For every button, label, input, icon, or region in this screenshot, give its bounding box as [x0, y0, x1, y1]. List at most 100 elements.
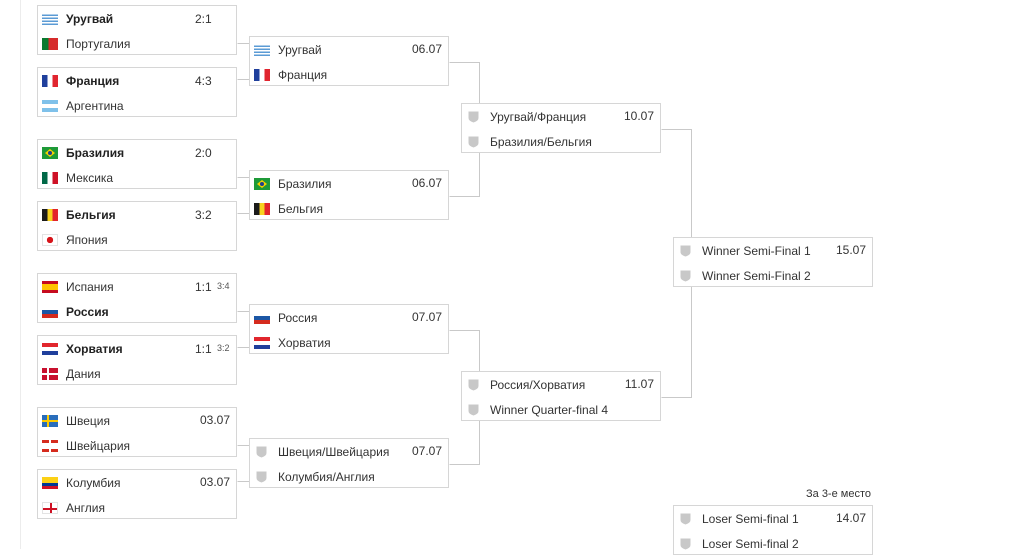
- team-row: Winner Semi-Final 2: [674, 264, 872, 288]
- team-name: Дания: [66, 367, 101, 381]
- team-row: Мексика: [38, 166, 236, 190]
- team-row: Португалия: [38, 32, 236, 56]
- match-date: 07.07: [411, 310, 442, 324]
- mexico-flag-icon: [42, 172, 58, 184]
- team-row: Франция: [250, 63, 448, 87]
- team-row: Колумбия: [38, 471, 236, 495]
- argentina-flag-icon: [42, 100, 58, 112]
- team-name: Winner Semi-Final 2: [702, 269, 811, 283]
- team-name: Бельгия: [278, 202, 323, 216]
- match-score: 4:3: [195, 74, 212, 88]
- colombia-flag-icon: [42, 477, 58, 489]
- placeholder-shield-icon: [680, 270, 691, 282]
- placeholder-shield-icon: [680, 538, 691, 550]
- team-name: Бразилия: [278, 177, 332, 191]
- penalty-score: 3:4: [217, 281, 230, 291]
- placeholder-shield-icon: [680, 245, 691, 257]
- page-edge-divider: [20, 0, 21, 549]
- croatia-flag-icon: [254, 337, 270, 349]
- team-row: Япония: [38, 228, 236, 252]
- team-row: Loser Semi-final 1: [674, 507, 872, 531]
- team-row: Loser Semi-final 2: [674, 532, 872, 556]
- team-name: Швейцария: [66, 439, 131, 453]
- brazil-flag-icon: [254, 178, 270, 190]
- team-name: Уругвай/Франция: [490, 110, 587, 124]
- france-flag-icon: [42, 75, 58, 87]
- belgium-flag-icon: [42, 209, 58, 221]
- team-name: Россия/Хорватия: [490, 378, 586, 392]
- team-name: Франция: [278, 68, 328, 82]
- team-name: Бразилия/Бельгия: [490, 135, 592, 149]
- team-name: Аргентина: [66, 99, 124, 113]
- team-row: Россия: [250, 306, 448, 330]
- denmark-flag-icon: [42, 368, 58, 380]
- team-name: Колумбия/Англия: [278, 470, 375, 484]
- team-row: Швеция: [38, 409, 236, 433]
- team-row: Бразилия: [250, 172, 448, 196]
- uruguay-flag-icon: [254, 44, 270, 56]
- match-score: 1:1: [195, 342, 212, 356]
- team-name: Англия: [66, 501, 105, 515]
- switzerland-flag-icon: [42, 440, 58, 452]
- match-date: 03.07: [199, 475, 230, 489]
- team-name: Winner Semi-Final 1: [702, 244, 811, 258]
- team-name: Россия: [66, 305, 109, 319]
- brazil-flag-icon: [42, 147, 58, 159]
- team-name: Швеция/Швейцария: [278, 445, 390, 459]
- team-row: Аргентина: [38, 94, 236, 118]
- match-date: 06.07: [411, 176, 442, 190]
- team-name: Loser Semi-final 2: [702, 537, 799, 551]
- team-row: Колумбия/Англия: [250, 465, 448, 489]
- team-row: Уругвай: [250, 38, 448, 62]
- match-date: 03.07: [199, 413, 230, 427]
- russia-flag-icon: [42, 306, 58, 318]
- team-name: Колумбия: [66, 476, 121, 490]
- team-name: Франция: [66, 74, 120, 88]
- sweden-flag-icon: [42, 415, 58, 427]
- team-row: Бельгия: [250, 197, 448, 221]
- team-name: Уругвай: [278, 43, 322, 57]
- placeholder-shield-icon: [468, 379, 479, 391]
- belgium-flag-icon: [254, 203, 270, 215]
- team-row: Дания: [38, 362, 236, 386]
- japan-flag-icon: [42, 234, 58, 246]
- placeholder-shield-icon: [468, 404, 479, 416]
- team-name: Швеция: [66, 414, 110, 428]
- team-name: Loser Semi-final 1: [702, 512, 799, 526]
- team-row: Россия/Хорватия: [462, 373, 660, 397]
- match-score: 2:1: [195, 12, 212, 26]
- match-date: 06.07: [411, 42, 442, 56]
- match-score: 3:2: [195, 208, 212, 222]
- team-row: Бразилия/Бельгия: [462, 130, 660, 154]
- team-name: Winner Quarter-final 4: [490, 403, 609, 417]
- team-row: Франция 4:3: [38, 69, 236, 93]
- team-row: Швейцария: [38, 434, 236, 458]
- team-name: Хорватия: [66, 342, 123, 356]
- team-row: Уругвай/Франция: [462, 105, 660, 129]
- team-name: Бразилия: [66, 146, 125, 160]
- spain-flag-icon: [42, 281, 58, 293]
- england-flag-icon: [42, 502, 58, 514]
- uruguay-flag-icon: [42, 13, 58, 25]
- portugal-flag-icon: [42, 38, 58, 50]
- third-place-label: За 3-е место: [806, 488, 871, 500]
